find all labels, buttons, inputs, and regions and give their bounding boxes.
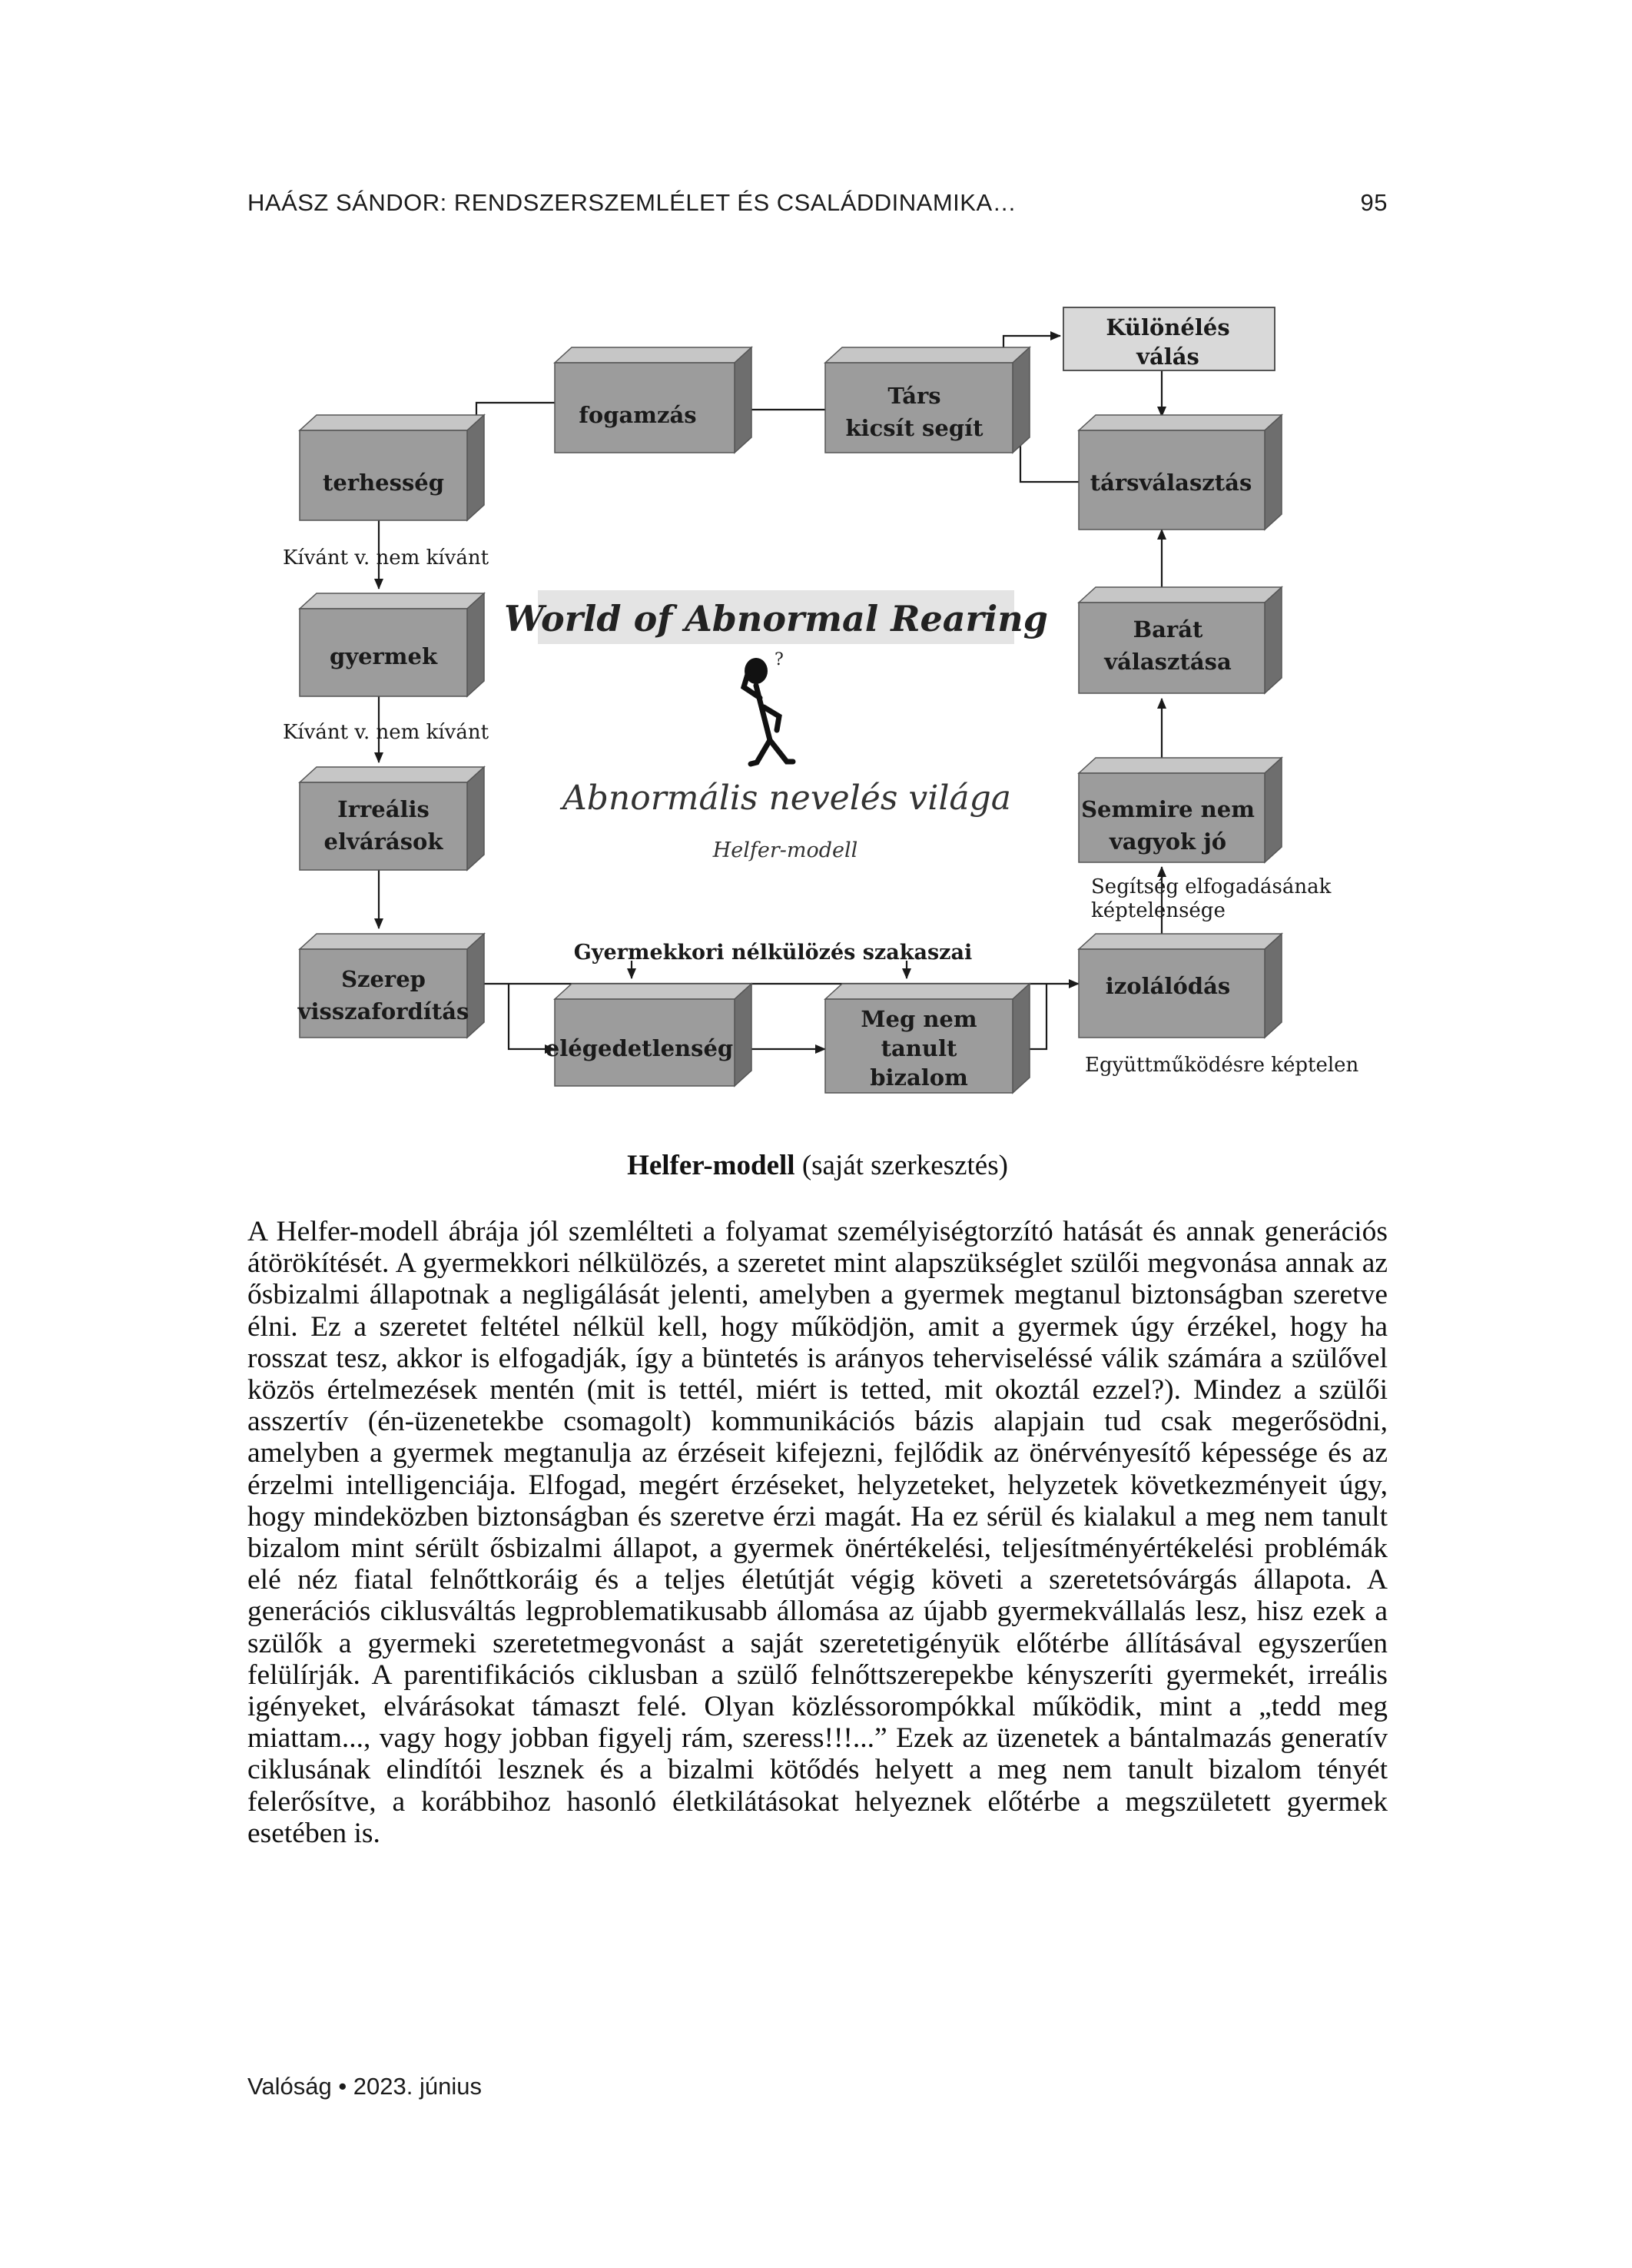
box-irrealis: Irreális elvárások [300,767,484,870]
box-barat-label-2: választása [1103,649,1232,675]
box-megnem-label-2: tanult [881,1035,957,1061]
title-banner: World of Abnormal Rearing [504,590,1048,644]
page-header: HAÁSZ SÁNDOR: RENDSZERSZEMLÉLET ÉS CSALÁ… [247,189,1388,220]
box-kulonveles: Különélés válás [1063,307,1275,370]
box-elegedetlenseg-label: elégedetlenség [546,1035,733,1061]
box-megnem-label-3: bizalom [870,1064,968,1091]
running-title: HAÁSZ SÁNDOR: RENDSZERSZEMLÉLET ÉS CSALÁ… [247,189,1017,217]
box-gyermek-label: gyermek [330,643,438,669]
box-terhesseg: terhesség [300,415,484,520]
box-terhesseg-label: terhesség [323,470,444,496]
note-kivant-1: Kívánt v. nem kívánt [283,546,489,569]
box-semmire-label-1: Semmire nem [1081,796,1255,822]
body-paragraph: A Helfer-modell ábrája jól szemlélteti a… [247,1216,1388,1849]
box-tars: Társ kicsít segít [825,347,1030,453]
box-megnem-label-1: Meg nem [861,1006,977,1032]
stages-label: Gyermekkori nélkülözés szakaszai [574,941,973,965]
box-irrealis-label-1: Irreális [337,796,430,822]
page-footer: Valóság • 2023. június [247,2073,482,2100]
box-tarsvalasztas: társválasztás [1079,415,1282,530]
box-fogamzas-label: fogamzás [579,402,696,428]
note-segitseg-2: képtelensége [1091,899,1226,922]
confused-stick-figure: ? [744,650,793,764]
box-semmire-label-2: vagyok jó [1109,829,1226,855]
box-barat: Barát választása [1079,587,1282,693]
note-segitseg-1: Segítség elfogadásának [1091,875,1332,898]
box-izolalodas-label: izolálódás [1106,973,1230,999]
svg-text:?: ? [775,650,784,669]
box-kulonveles-label-2: válás [1136,344,1199,370]
box-szerep: Szerep visszafordítás [297,934,484,1038]
box-tars-label-2: kicsít segít [845,415,984,441]
note-egyuttmukodes: Együttműködésre képtelen [1085,1054,1359,1077]
box-semmire: Semmire nem vagyok jó [1079,758,1282,862]
caption-rest: (saját szerkesztés) [795,1150,1008,1181]
figure-title: World of Abnormal Rearing [504,598,1048,639]
box-gyermek: gyermek [300,593,484,696]
box-fogamzas: fogamzás [555,347,751,453]
box-kulonveles-label-1: Különélés [1106,314,1229,340]
helfer-model-figure: terhesség fogamzás Társ kicsít segít Kül… [247,292,1388,1099]
box-barat-label-1: Barát [1133,616,1203,643]
diagram-canvas: terhesség fogamzás Társ kicsít segít Kül… [247,292,1388,1099]
page-number: 95 [1361,189,1388,217]
figure-caption: Helfer-modell (saját szerkesztés) [247,1149,1388,1182]
figure-model-label: Helfer-modell [712,838,858,862]
box-elegedetlenseg: elégedetlenség [546,984,751,1086]
box-szerep-label-2: visszafordítás [297,998,469,1024]
box-irrealis-label-2: elvárások [324,829,444,855]
box-megnem: Meg nem tanult bizalom [825,984,1030,1093]
note-kivant-2: Kívánt v. nem kívánt [283,721,489,744]
box-tars-label-1: Társ [887,383,940,409]
box-izolalodas: izolálódás [1079,934,1282,1038]
caption-bold: Helfer-modell [627,1150,794,1181]
box-tarsvalasztas-label: társválasztás [1090,470,1252,496]
figure-subtitle: Abnormális nevelés világa [559,779,1011,818]
box-szerep-label-1: Szerep [341,966,426,992]
